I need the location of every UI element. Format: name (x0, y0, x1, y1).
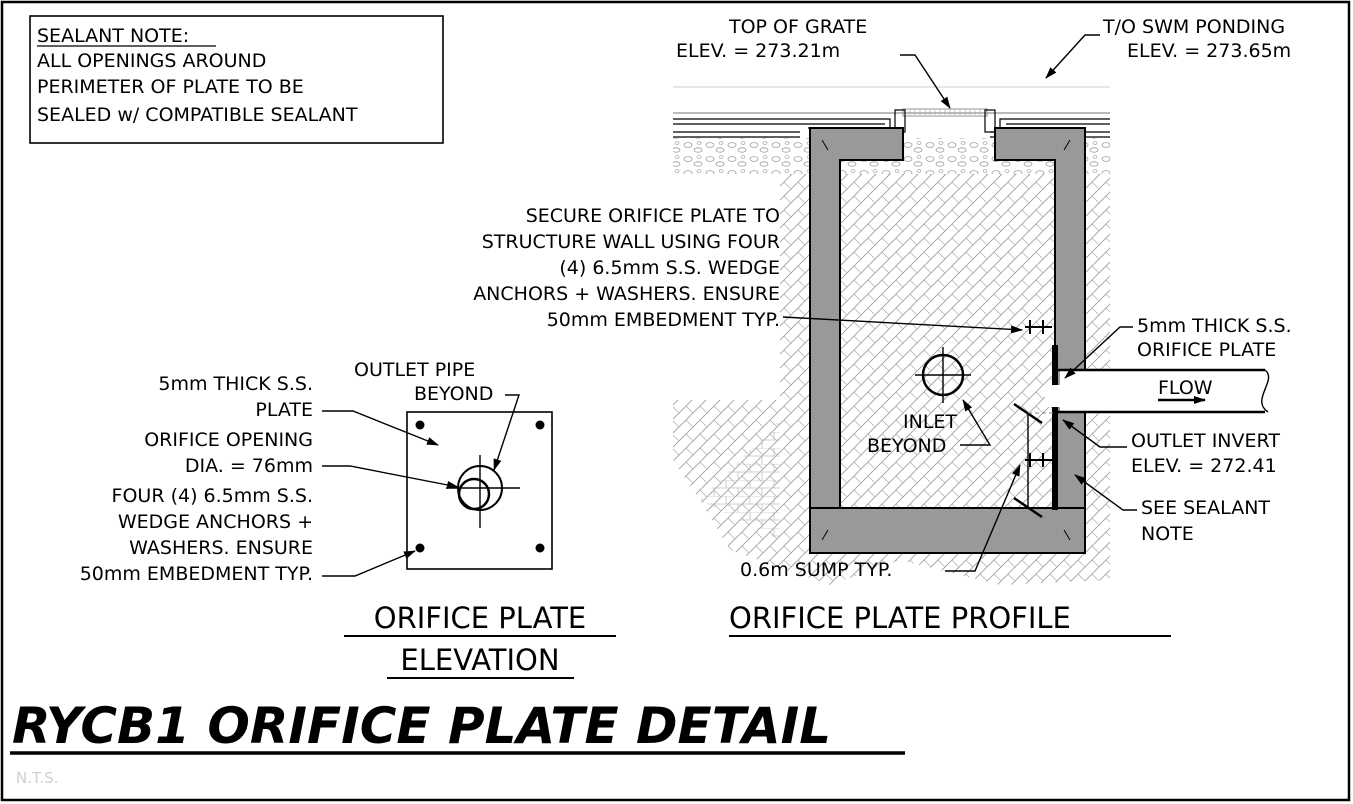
plate-outline (406, 411, 553, 570)
orifice-opening-label: DIA. = 76mm (185, 455, 313, 477)
ponding-label: T/O SWM PONDING (1102, 16, 1285, 38)
ponding-elevation: ELEV. = 273.65m (1127, 40, 1291, 62)
sealant-note-line: PERIMETER OF PLATE TO BE (37, 76, 304, 98)
profile-title: ORIFICE PLATE PROFILE (729, 601, 1071, 635)
orifice-plate-elevation: 5mm THICK S.S. PLATE OUTLET PIPE BEYOND … (80, 359, 616, 679)
outlet-invert-label: OUTLET INVERT (1131, 430, 1280, 452)
sealant-note-line: SEALED w/ COMPATIBLE SEALANT (37, 104, 358, 126)
wedge-anchor (1025, 453, 1052, 467)
anchor-hole (415, 420, 425, 430)
bedding-hatch (700, 420, 780, 540)
outlet-pipe-label: OUTLET PIPE (354, 359, 475, 381)
sealant-note-heading: SEALANT NOTE: (37, 25, 189, 47)
anchor-hole (535, 420, 545, 430)
see-sealant-note-label: SEE SEALANT (1141, 497, 1270, 519)
elevation-title: ORIFICE PLATE (374, 601, 587, 635)
elevation-title: ELEVATION (400, 643, 559, 677)
sealant-note-box: SEALANT NOTE: ALL OPENINGS AROUND PERIME… (29, 15, 444, 144)
orifice-plate (1052, 345, 1058, 510)
inlet-symbol (915, 347, 971, 403)
detail-title: RYCB1 ORIFICE PLATE DETAIL (12, 697, 831, 755)
orifice-plate-label: 5mm THICK S.S. (1137, 315, 1292, 337)
grate-elevation: ELEV. = 273.21m (676, 40, 840, 62)
grate-label: TOP OF GRATE (728, 16, 867, 38)
anchors-label: WEDGE ANCHORS + (118, 511, 313, 533)
scale-note: N.T.S. (16, 769, 58, 787)
outlet-invert-label: ELEV. = 272.41 (1131, 455, 1277, 477)
sealant-note-line: ALL OPENINGS AROUND (37, 50, 266, 72)
anchors-label: 50mm EMBEDMENT TYP. (80, 563, 313, 585)
catch-basin-structure (809, 127, 1086, 554)
secure-plate-note: 50mm EMBEDMENT TYP. (547, 309, 780, 331)
plate-label: 5mm THICK S.S. (158, 373, 313, 395)
plate-label: PLATE (255, 399, 313, 421)
sump-label: 0.6m SUMP TYP. (740, 559, 892, 581)
outlet-pipe-label: BEYOND (414, 383, 493, 405)
anchors-label: FOUR (4) 6.5mm S.S. (112, 485, 313, 507)
wedge-anchor (1025, 320, 1052, 334)
inlet-label: BEYOND (867, 435, 946, 457)
secure-plate-note: (4) 6.5mm S.S. WEDGE (559, 257, 780, 279)
soil-hatch (673, 170, 1110, 585)
grate (902, 108, 988, 117)
orifice-plate-profile: FLOW TOP OF GRATE ELEV. = 273.21m T/O SW… (473, 16, 1292, 637)
flow-label: FLOW (1158, 377, 1213, 399)
orifice-plate-label: ORIFICE PLATE (1137, 339, 1276, 361)
orifice-opening (457, 477, 491, 511)
secure-plate-note: ANCHORS + WASHERS. ENSURE (473, 283, 780, 305)
anchors-label: WASHERS. ENSURE (129, 537, 313, 559)
outlet-pipe (1058, 368, 1270, 414)
inlet-label: INLET (903, 411, 957, 433)
orifice-opening-label: ORIFICE OPENING (144, 429, 313, 451)
see-sealant-note-label: NOTE (1141, 523, 1194, 545)
anchor-hole (415, 543, 425, 553)
secure-plate-note: STRUCTURE WALL USING FOUR (482, 231, 780, 253)
secure-plate-note: SECURE ORIFICE PLATE TO (526, 205, 780, 227)
anchor-hole (535, 543, 545, 553)
